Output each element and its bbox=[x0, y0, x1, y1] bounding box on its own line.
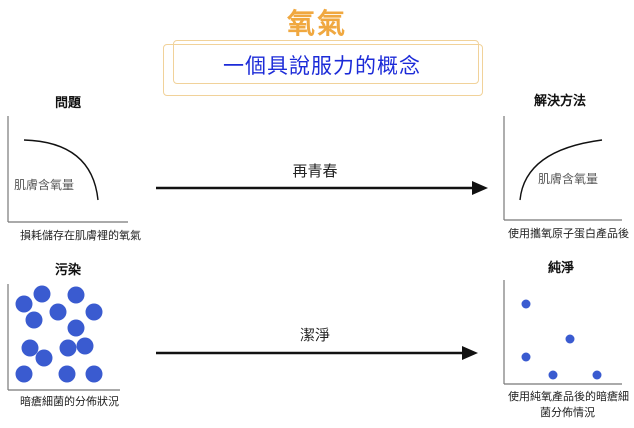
bottom-arrow bbox=[156, 346, 478, 360]
problem-curve bbox=[23, 139, 99, 201]
bottom-arrow-head bbox=[462, 346, 478, 360]
bacteria-dot bbox=[85, 303, 103, 321]
clean-axes bbox=[503, 280, 622, 385]
problem-heading: 問題 bbox=[55, 96, 82, 111]
bacteria-dot bbox=[521, 299, 531, 309]
pollution-caption: 暗瘡細菌的分佈狀況 bbox=[20, 395, 119, 408]
subtitle-frame-inner bbox=[173, 40, 479, 84]
clean-heading: 純淨 bbox=[548, 261, 575, 276]
solution-axes bbox=[503, 116, 622, 221]
bacteria-dot bbox=[548, 370, 558, 380]
bacteria-dot bbox=[15, 365, 33, 383]
pollution-heading: 污染 bbox=[55, 263, 82, 278]
top-arrow bbox=[156, 181, 488, 195]
problem-caption: 損耗儲存在肌膚裡的氧氣 bbox=[20, 229, 141, 242]
bacteria-dot bbox=[565, 334, 575, 344]
bacteria-dot bbox=[67, 286, 85, 304]
bacteria-dot bbox=[35, 349, 53, 367]
subtitle: 一個具說服力的概念 bbox=[223, 54, 421, 78]
solution-curve-label: 肌膚含氧量 bbox=[538, 172, 599, 186]
bacteria-dot bbox=[59, 339, 77, 357]
solution-curve bbox=[519, 139, 603, 201]
bacteria-dot bbox=[58, 365, 76, 383]
pollution-axes bbox=[7, 284, 120, 391]
clean-dots bbox=[521, 299, 602, 380]
bacteria-dot bbox=[49, 303, 67, 321]
bacteria-dot bbox=[15, 295, 33, 313]
bacteria-dot bbox=[592, 370, 602, 380]
bottom-arrow-label: 潔淨 bbox=[299, 326, 330, 344]
bacteria-dot bbox=[21, 339, 39, 357]
bacteria-dot bbox=[521, 352, 531, 362]
bacteria-dot bbox=[33, 285, 51, 303]
bacteria-dot bbox=[25, 311, 43, 329]
top-arrow-label: 再青春 bbox=[292, 162, 338, 180]
solution-caption: 使用攜氧原子蛋白產品後 bbox=[508, 227, 629, 240]
problem-curve-label: 肌膚含氧量 bbox=[14, 178, 75, 192]
bacteria-dot bbox=[67, 319, 85, 337]
problem-axes bbox=[7, 116, 128, 223]
bacteria-dot bbox=[85, 365, 103, 383]
bacteria-dot bbox=[76, 337, 94, 355]
title: 氧氣 bbox=[286, 7, 347, 40]
subtitle-frame-outer bbox=[163, 44, 483, 96]
clean-caption-line2: 菌分佈情況 bbox=[540, 406, 595, 419]
top-arrow-head bbox=[472, 181, 488, 195]
solution-heading: 解決方法 bbox=[534, 94, 587, 109]
pollution-dots bbox=[15, 285, 103, 383]
clean-caption-line1: 使用純氧產品後的暗瘡細 bbox=[508, 390, 629, 403]
